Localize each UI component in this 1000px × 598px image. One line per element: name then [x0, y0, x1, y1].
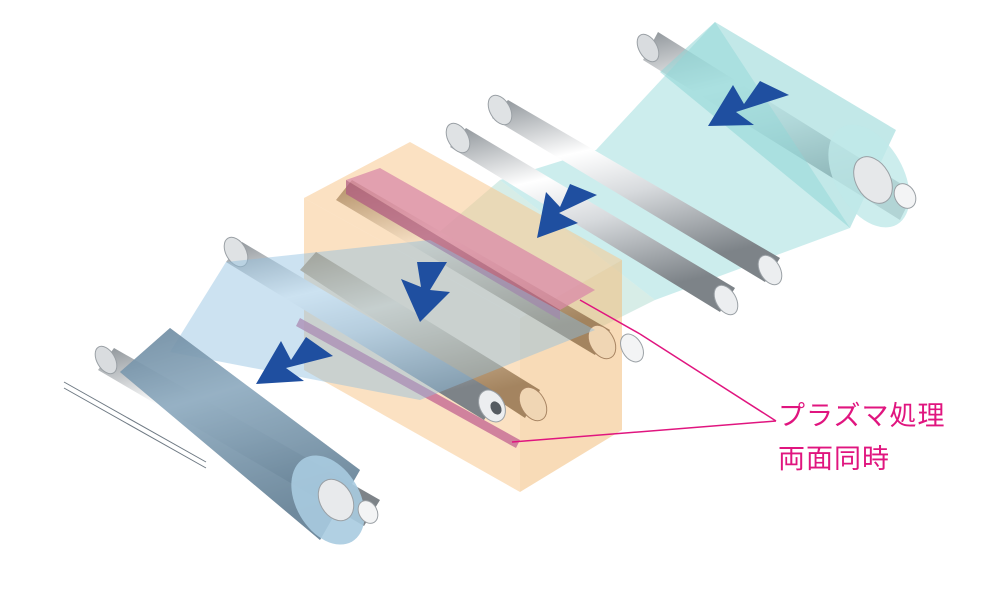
callout-label-line1: プラズマ処理 [778, 401, 946, 432]
arrow-down-left-icon [708, 81, 789, 126]
plasma-electrode-bottom [296, 318, 520, 448]
supply-roll [636, 22, 917, 228]
guide-rollers-upper [445, 94, 783, 316]
arrow-down-left-icon [537, 184, 597, 238]
arrow-down-left-icon [401, 262, 450, 322]
arrow-down-left-icon [256, 337, 333, 384]
plasma-electrode-top [346, 168, 595, 320]
callout-leaders [511, 299, 777, 443]
callout-label-line2: 両面同時 [778, 444, 890, 475]
takeup-roll [63, 328, 380, 545]
guide-rollers-lower [223, 236, 506, 423]
